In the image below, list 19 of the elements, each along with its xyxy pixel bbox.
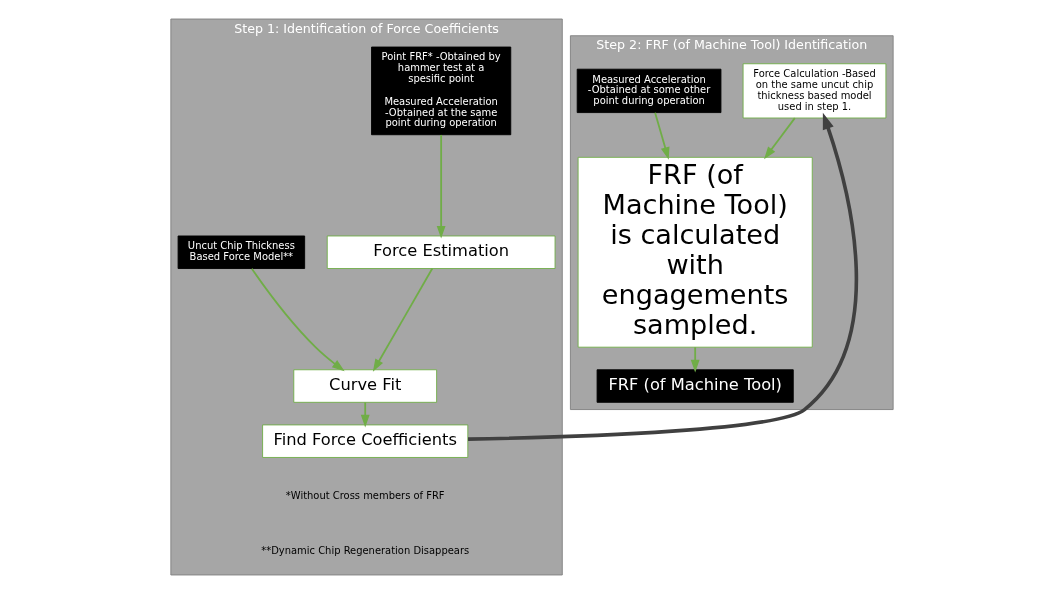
arrow — [690, 346, 700, 373]
node-box: FRF (of Machine Tool) is calculated with engagements sampled. — [577, 156, 813, 348]
label: *Without Cross members of FRF — [285, 489, 445, 501]
node-box: Find Force Coefficients — [261, 424, 468, 458]
arrow — [360, 401, 370, 428]
node-box: Curve Fit — [292, 369, 437, 403]
arrow — [372, 267, 433, 372]
node-box: Measured Acceleration -Obtained at some other point during operation — [576, 68, 721, 114]
arrow — [653, 111, 669, 160]
node-box: Force Estimation — [326, 235, 555, 269]
node-box: Force Calculation -Based on the same uncut chip thickness based model used in step 1. — [742, 63, 886, 119]
node-box: Uncut Chip Thickness Based Force Model** — [177, 235, 305, 269]
arrow — [763, 117, 796, 160]
label: **Dynamic Chip Regeneration Disappears — [260, 545, 469, 557]
node-box: FRF (of Machine Tool) — [596, 369, 794, 403]
arrow — [436, 134, 446, 239]
arrow — [250, 267, 345, 372]
arrow — [467, 112, 858, 441]
node-box: Point FRF* -Obtained by hammer test at a spesific point Measured Acceleration -Obtained at the same point during operation — [370, 46, 511, 136]
